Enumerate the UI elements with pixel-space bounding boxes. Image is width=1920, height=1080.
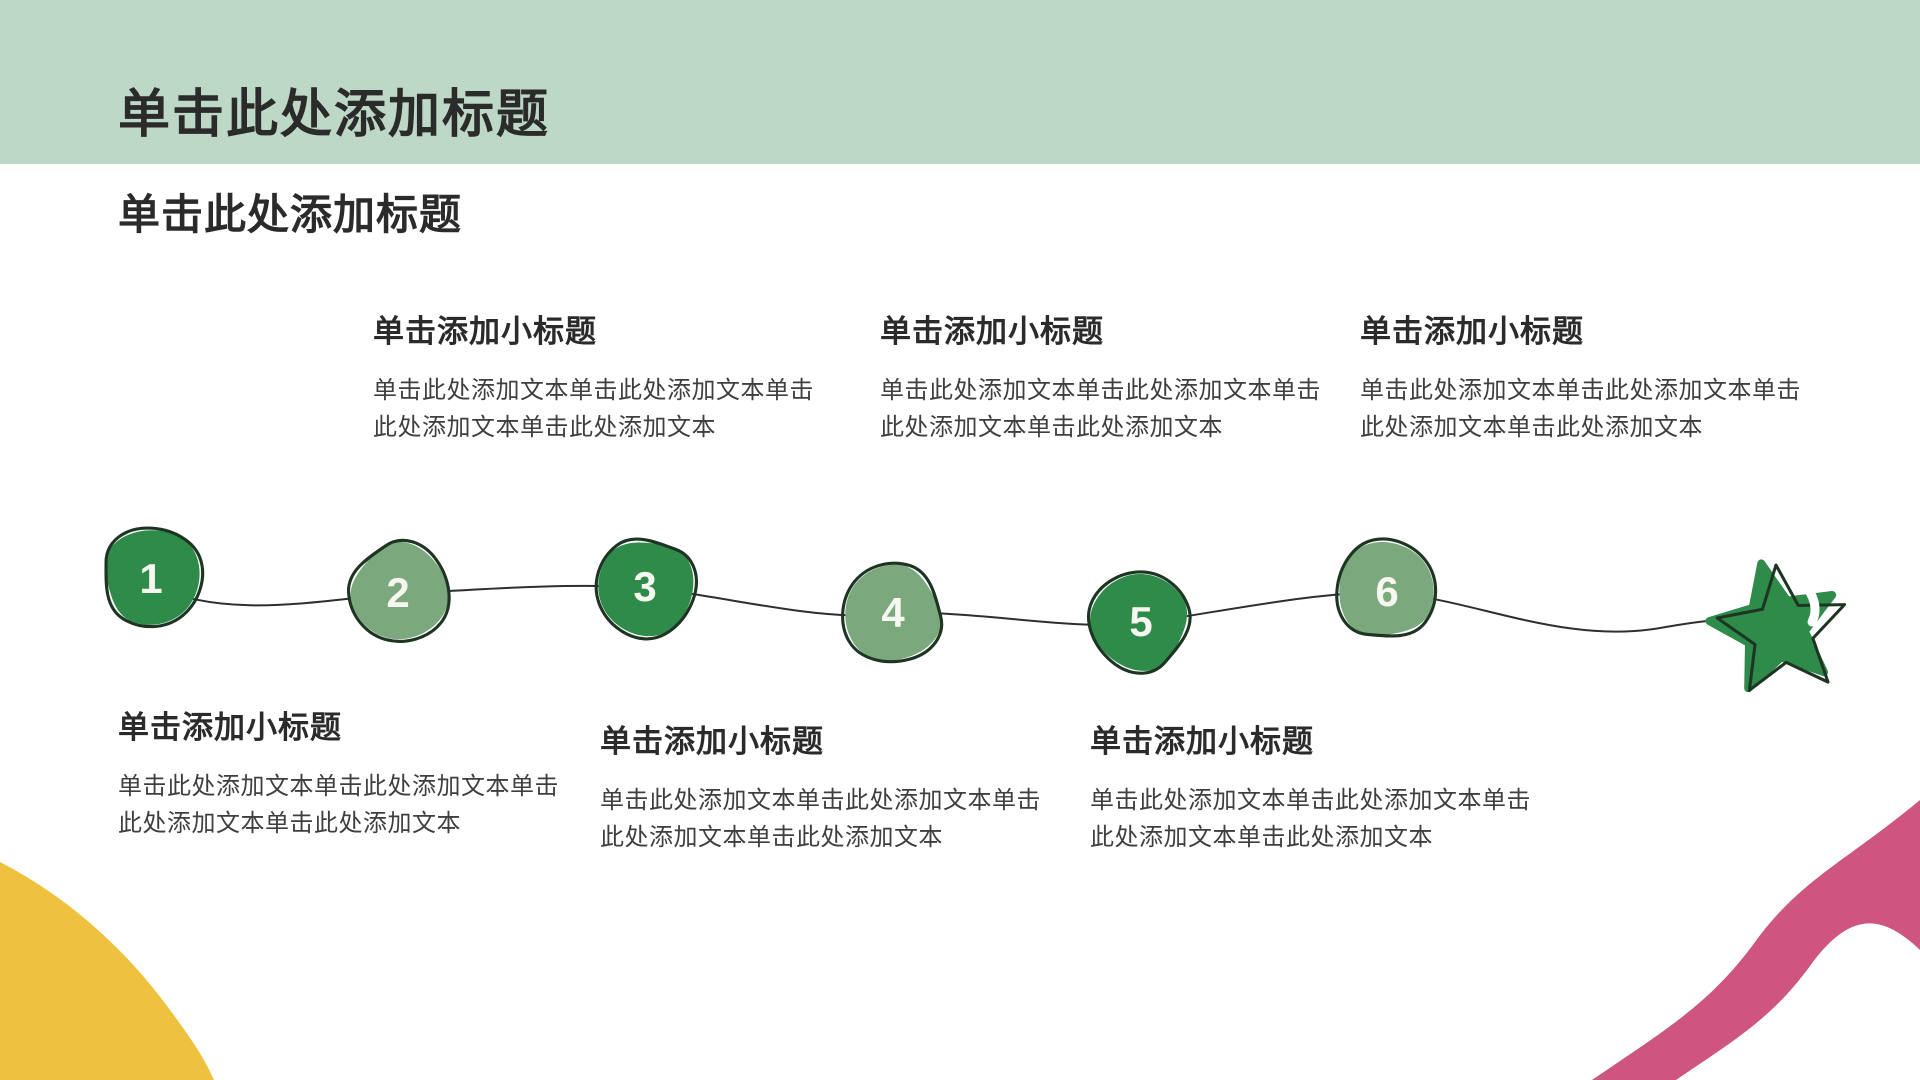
timeline-node-5: 5 [1069, 549, 1211, 691]
subtitle-heading[interactable]: 单击添加小标题 [118, 710, 342, 745]
star-highlight [1798, 579, 1820, 627]
subtitle-block-bottom-1: 单击添加小标题 单击此处添加文本单击此处添加文本单击此处添加文本单击此处添加文本 [118, 710, 574, 842]
section-title-placeholder[interactable]: 单击此处添加标题 [118, 191, 463, 238]
subtitle-body[interactable]: 单击此处添加文本单击此处添加文本单击此处添加文本单击此处添加文本 [600, 786, 1041, 851]
subtitle-heading[interactable]: 单击添加小标题 [373, 314, 597, 349]
slide-title-placeholder[interactable]: 单击此处添加标题 [118, 86, 551, 144]
subtitle-block-bottom-2: 单击添加小标题 单击此处添加文本单击此处添加文本单击此处添加文本单击此处添加文本 [600, 724, 1056, 856]
subtitle-block-bottom-3: 单击添加小标题 单击此处添加文本单击此处添加文本单击此处添加文本单击此处添加文本 [1090, 724, 1546, 856]
star-outline [1715, 563, 1847, 692]
timeline-node-1: 1 [91, 517, 213, 639]
subtitle-block-top-3: 单击添加小标题 单击此处添加文本单击此处添加文本单击此处添加文本单击此处添加文本 [1360, 314, 1816, 446]
subtitle-body[interactable]: 单击此处添加文本单击此处添加文本单击此处添加文本单击此处添加文本 [373, 376, 814, 441]
node-number-3: 3 [633, 563, 656, 610]
subtitle-body[interactable]: 单击此处添加文本单击此处添加文本单击此处添加文本单击此处添加文本 [118, 772, 559, 837]
title-banner [0, 0, 1920, 164]
node-number-4: 4 [881, 589, 905, 636]
subtitle-heading[interactable]: 单击添加小标题 [1090, 724, 1314, 759]
timeline-node-6: 6 [1323, 526, 1451, 654]
subtitle-body[interactable]: 单击此处添加文本单击此处添加文本单击此处添加文本单击此处添加文本 [1090, 786, 1531, 851]
timeline-node-4: 4 [833, 554, 951, 671]
node-number-6: 6 [1375, 568, 1398, 615]
subtitle-block-top-1: 单击添加小标题 单击此处添加文本单击此处添加文本单击此处添加文本单击此处添加文本 [373, 314, 829, 446]
node-number-1: 1 [139, 555, 162, 602]
corner-blob-yellow [0, 862, 214, 1080]
timeline-node-2: 2 [333, 526, 465, 659]
node-number-2: 2 [386, 569, 409, 616]
star-endpoint [1705, 559, 1847, 693]
node-number-5: 5 [1129, 598, 1152, 645]
subtitle-body[interactable]: 单击此处添加文本单击此处添加文本单击此处添加文本单击此处添加文本 [1360, 376, 1801, 441]
subtitle-heading[interactable]: 单击添加小标题 [1360, 314, 1584, 349]
corner-ribbon-pink [1592, 800, 1920, 1080]
subtitle-body[interactable]: 单击此处添加文本单击此处添加文本单击此处添加文本单击此处添加文本 [880, 376, 1321, 441]
subtitle-heading[interactable]: 单击添加小标题 [600, 724, 824, 759]
subtitle-heading[interactable]: 单击添加小标题 [880, 314, 1104, 349]
subtitle-block-top-2: 单击添加小标题 单击此处添加文本单击此处添加文本单击此处添加文本单击此处添加文本 [880, 314, 1336, 446]
timeline-node-3: 3 [575, 517, 715, 657]
